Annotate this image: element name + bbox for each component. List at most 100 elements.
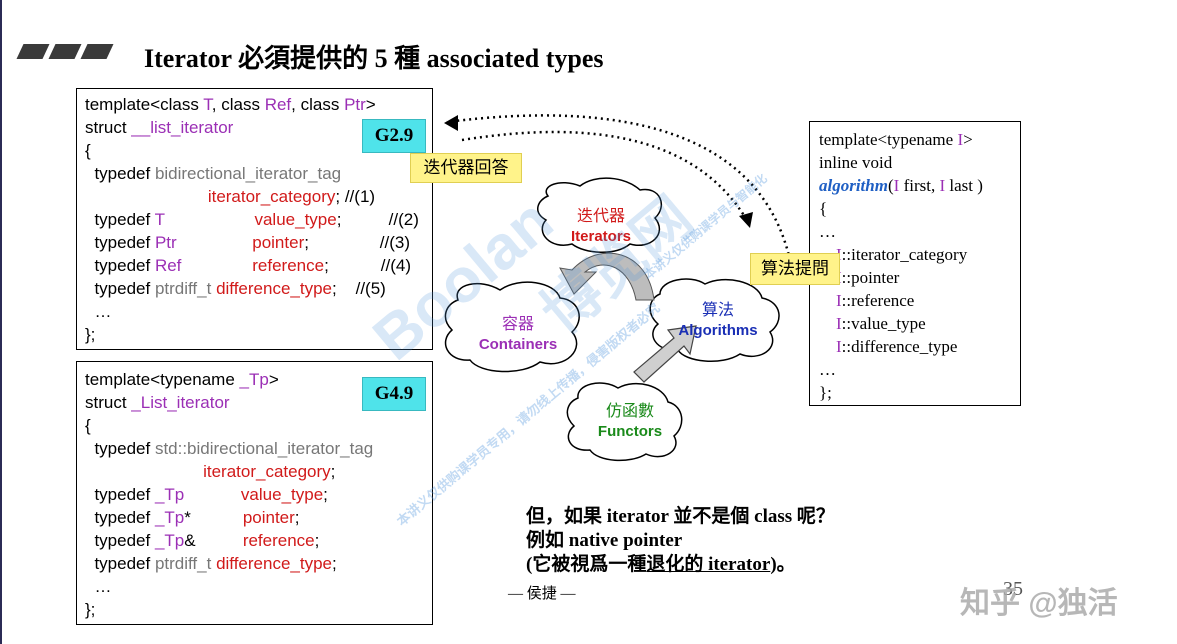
code-token: T (154, 210, 165, 229)
code-token: ; (332, 554, 337, 573)
cloud-algorithms-cn: 算法 (701, 302, 734, 319)
code-box-g49: template<typename _Tp>struct _List_itera… (76, 361, 433, 625)
code-token: typedef (85, 279, 155, 298)
code-token: ( (887, 176, 894, 195)
code-token: ::difference_type (841, 337, 958, 356)
code-token: T (203, 95, 212, 114)
code-line: typedef _Tp& reference; (85, 529, 373, 552)
code-token: ptrdiff_t (154, 279, 212, 298)
arrow-iterators-to-containers (559, 252, 655, 301)
code-token: reference (252, 256, 325, 275)
version-badge-g29: G2.9 (362, 119, 426, 153)
code-line: typedef _Tp* pointer; (85, 506, 373, 529)
slide-title: Iterator 必須提供的 5 種 associated types (144, 44, 604, 73)
code-token: { (819, 199, 828, 218)
code-token: typedef (85, 439, 155, 458)
code-line: template<typename I> (819, 128, 983, 151)
note-iterator-answer: 迭代器回答 (410, 153, 522, 183)
code-line: struct _List_iterator (85, 391, 373, 414)
code-token: last ) (945, 176, 983, 195)
code-token: ; (314, 531, 320, 550)
code-line: inline void (819, 151, 983, 174)
code-token: Ptr (154, 233, 177, 252)
bottom-question: 但，如果 iterator 並不是個 class 呢？ 例如 native po… (526, 505, 835, 577)
code-line: typedef _Tp value_type; (85, 483, 373, 506)
code-line: { (85, 414, 373, 437)
cloud-containers: 容器 Containers (468, 315, 568, 355)
code-token: ::reference (841, 291, 915, 310)
code-token: { (85, 416, 91, 435)
code-token: reference (242, 531, 315, 550)
code-token: difference_type (216, 279, 332, 298)
code-token: typedef (85, 210, 155, 229)
code-token: ::iterator_category (841, 245, 968, 264)
code-token: ; //(2) (336, 210, 419, 229)
code-line: template<typename _Tp> (85, 368, 373, 391)
code-token: I (893, 176, 900, 195)
code-token: pointer (242, 508, 295, 527)
page-number: 35 (1003, 578, 1023, 600)
code-token: }; (819, 383, 832, 402)
code-token: iterator_category (203, 462, 331, 481)
code-token: ; //(5) (332, 279, 386, 298)
cloud-algorithms-en: Algorithms (678, 322, 758, 339)
bottom-line-3b: )。 (770, 554, 796, 575)
code-token: … (85, 302, 112, 321)
code-line: … (85, 300, 419, 323)
code-line: typedef ptrdiff_t difference_type; //(5) (85, 277, 419, 300)
code-token: __list_iterator (131, 118, 234, 137)
code-token: ; (294, 508, 300, 527)
code-token: Ref (154, 256, 182, 275)
bottom-line-3a: (它被視爲一種 (526, 554, 647, 575)
code-line: typedef std::bidirectional_iterator_tag (85, 437, 373, 460)
code-token: pointer (252, 233, 305, 252)
code-line: { (819, 197, 983, 220)
code-token: algorithm (819, 176, 888, 195)
arrowhead-left (444, 115, 458, 131)
code-token: ; (330, 462, 336, 481)
code-token: { (85, 141, 91, 160)
code-token: ; //(1) (335, 187, 376, 206)
dotted-arrow-answer (446, 114, 792, 261)
code-token: ; //(3) (304, 233, 411, 252)
code-token: value_type (254, 210, 337, 229)
code-line: I::difference_type (819, 335, 983, 358)
code-token: first, (899, 176, 940, 195)
code-line: … (819, 220, 983, 243)
code-token: > (365, 95, 376, 114)
code-token: I (939, 176, 946, 195)
cloud-functors: 仿函數 Functors (580, 402, 680, 442)
code-token: ; (323, 485, 328, 504)
code-token: I (836, 314, 842, 333)
code-token: struct (85, 393, 132, 412)
code-token: Ptr (344, 95, 366, 114)
code-token: > (963, 130, 973, 149)
code-token: I (836, 291, 842, 310)
code-token: typedef (85, 164, 155, 183)
code-token: }; (85, 325, 96, 344)
cloud-functors-cn: 仿函數 (605, 403, 654, 420)
bottom-line-3: (它被視爲一種退化的 iterator)。 (526, 553, 835, 577)
cloud-iterators: 迭代器 Iterators (556, 207, 646, 247)
code-line: }; (85, 598, 373, 621)
code-line: struct __list_iterator (85, 116, 419, 139)
code-line: { (85, 139, 419, 162)
cloud-functors-en: Functors (597, 423, 663, 440)
note-algorithm-ask: 算法提問 (750, 253, 840, 285)
code-line: I::reference (819, 289, 983, 312)
code-token: inline void (819, 153, 893, 172)
slide-left-edge (0, 0, 2, 644)
code-line: typedef Ref reference; //(4) (85, 254, 419, 277)
code-token: Ref (264, 95, 292, 114)
code-token: ::pointer (841, 268, 900, 287)
code-line: … (85, 575, 373, 598)
code-token: template<typename (819, 130, 958, 149)
code-token: ptrdiff_t (154, 554, 212, 573)
code-token: typedef (85, 233, 155, 252)
arrowhead-down (739, 212, 753, 228)
code-token: , class (291, 95, 345, 114)
code-token: _List_iterator (131, 393, 230, 412)
cloud-iterators-en: Iterators (570, 228, 632, 245)
